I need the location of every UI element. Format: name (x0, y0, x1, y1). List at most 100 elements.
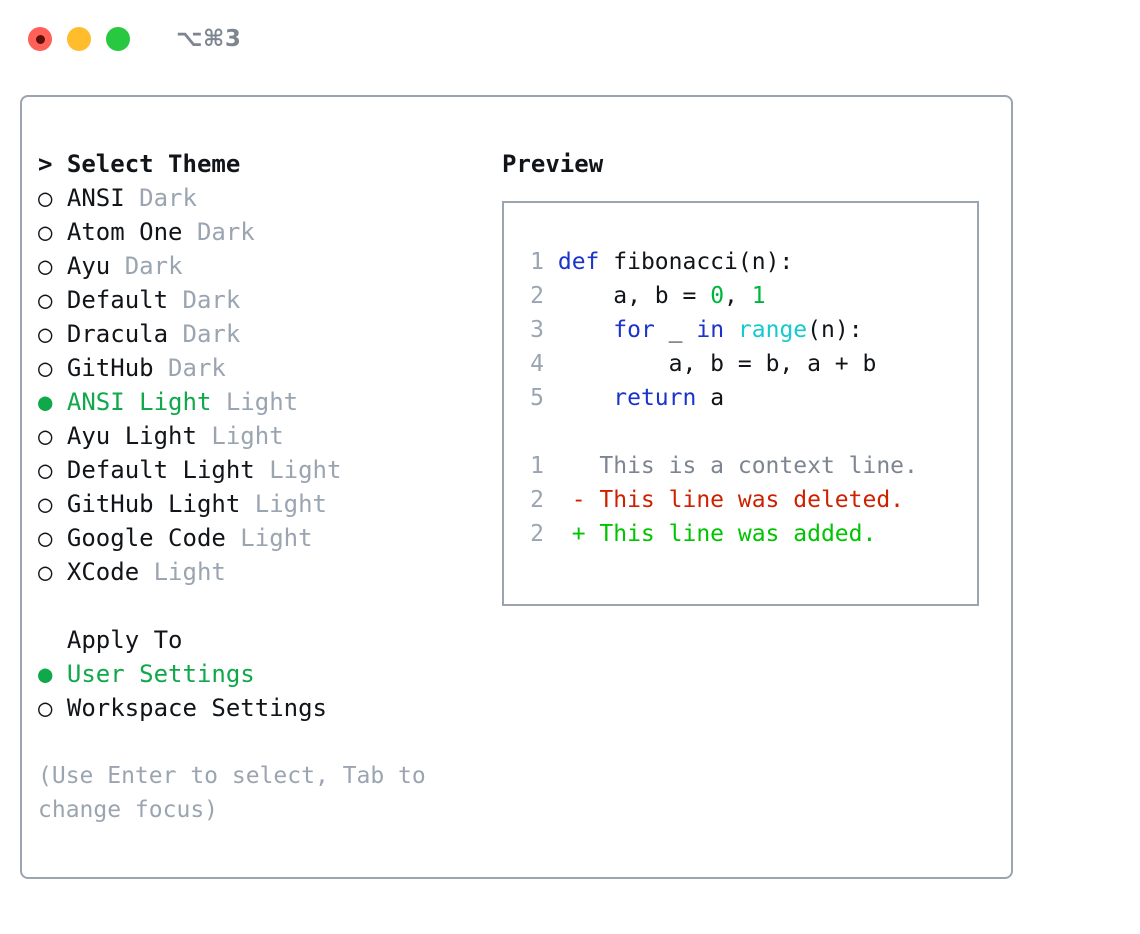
keyboard-shortcut-label: ⌥⌘3 (176, 26, 242, 52)
radio-unselected-icon: ○ (38, 422, 67, 450)
theme-option-label: Ayu Light (66, 422, 197, 450)
apply-option-label: Workspace Settings (66, 694, 327, 722)
theme-option-variant-label: Light (225, 524, 313, 552)
preview-column: Preview 1 def fibonacci(n):2 a, b = 0, 1… (502, 147, 992, 606)
theme-option-label: Ayu (66, 252, 111, 280)
theme-option-default[interactable]: ○ Default Dark (38, 283, 478, 317)
diff-line: 2 - This line was deleted. (504, 483, 977, 517)
select-theme-heading: > Select Theme (38, 150, 241, 178)
line-number: 2 (530, 521, 544, 547)
main-panel: > Select Theme ○ ANSI Dark○ Atom One Dar… (20, 95, 1013, 879)
theme-option-variant-label: Dark (124, 184, 197, 212)
diff-sample: 1 This is a context line.2 - This line w… (504, 449, 977, 551)
line-gutter-space (544, 385, 558, 411)
theme-selector-column: > Select Theme ○ ANSI Dark○ Atom One Dar… (38, 147, 478, 827)
code-token (558, 385, 613, 411)
line-number: 5 (530, 385, 544, 411)
diff-line: 2 + This line was added. (504, 517, 977, 551)
code-token: return (613, 385, 697, 411)
code-token: range (737, 317, 808, 343)
radio-unselected-icon: ○ (38, 184, 67, 212)
diff-text: - This line was deleted. (544, 487, 905, 513)
code-token: , (724, 283, 752, 309)
line-number: 2 (530, 283, 544, 309)
theme-option-github[interactable]: ○ GitHub Dark (38, 351, 478, 385)
theme-option-variant-label: Light (196, 422, 284, 450)
diff-text: + This line was added. (544, 521, 877, 547)
theme-option-label: XCode (66, 558, 140, 586)
line-gutter-space (544, 317, 558, 343)
keyboard-hint-text: (Use Enter to select, Tab to change focu… (38, 763, 440, 823)
radio-unselected-icon: ○ (38, 490, 67, 518)
theme-option-atom-one[interactable]: ○ Atom One Dark (38, 215, 478, 249)
theme-option-dracula[interactable]: ○ Dracula Dark (38, 317, 478, 351)
minimize-button-icon[interactable] (67, 27, 91, 51)
theme-option-variant-label: Dark (110, 252, 183, 280)
code-token: 0 (710, 283, 725, 309)
code-token: a, b = (557, 283, 711, 309)
theme-option-label: Dracula (66, 320, 169, 348)
line-number: 4 (530, 351, 544, 377)
theme-option-label: ANSI Light (66, 388, 212, 416)
section-spacer (38, 589, 478, 623)
line-number: 2 (530, 487, 544, 513)
code-token (558, 317, 613, 343)
line-gutter-space (544, 249, 558, 275)
apply-option-workspace-settings[interactable]: ○ Workspace Settings (38, 691, 478, 725)
code-token: for (613, 317, 655, 343)
close-button-icon[interactable] (28, 27, 52, 51)
window-controls (28, 27, 130, 51)
theme-option-ansi-light[interactable]: ● ANSI Light Light (38, 385, 478, 419)
theme-option-variant-label: Dark (168, 320, 241, 348)
radio-unselected-icon: ○ (38, 218, 67, 246)
theme-option-ayu[interactable]: ○ Ayu Dark (38, 249, 478, 283)
radio-selected-icon: ● (38, 388, 67, 416)
radio-unselected-icon: ○ (38, 354, 67, 382)
code-line: 5 return a (504, 381, 977, 415)
theme-option-github-light[interactable]: ○ GitHub Light Light (38, 487, 478, 521)
radio-unselected-icon: ○ (38, 524, 67, 552)
line-gutter-space (544, 351, 558, 377)
theme-option-list: ○ ANSI Dark○ Atom One Dark○ Ayu Dark○ De… (38, 181, 478, 589)
apply-to-heading: Apply To (38, 626, 183, 654)
code-line: 4 a, b = b, a + b (504, 347, 977, 381)
code-token: in (696, 317, 725, 343)
theme-option-variant-label: Dark (182, 218, 255, 246)
theme-option-google-code[interactable]: ○ Google Code Light (38, 521, 478, 555)
theme-option-label: Default (66, 286, 169, 314)
apply-option-user-settings[interactable]: ● User Settings (38, 657, 478, 691)
code-diff-spacer (504, 415, 977, 449)
diff-line: 1 This is a context line. (504, 449, 977, 483)
title-bar: ⌥⌘3 (0, 0, 1140, 78)
theme-option-variant-label: Light (254, 456, 342, 484)
radio-unselected-icon: ○ (38, 252, 67, 280)
code-token: 1 (751, 283, 766, 309)
theme-option-variant-label: Dark (153, 354, 226, 382)
line-number: 1 (530, 249, 544, 275)
theme-option-variant-label: Light (139, 558, 226, 586)
line-number: 3 (530, 317, 544, 343)
theme-option-label: GitHub (66, 354, 154, 382)
theme-option-variant-label: Light (211, 388, 299, 416)
code-token: (n): (807, 317, 863, 343)
radio-unselected-icon: ○ (38, 558, 67, 586)
theme-option-label: Atom One (66, 218, 183, 246)
line-gutter-space (544, 283, 558, 309)
theme-option-default-light[interactable]: ○ Default Light Light (38, 453, 478, 487)
zoom-button-icon[interactable] (106, 27, 130, 51)
theme-option-label: ANSI (66, 184, 125, 212)
theme-option-ansi[interactable]: ○ ANSI Dark (38, 181, 478, 215)
radio-unselected-icon: ○ (38, 456, 67, 484)
code-line: 2 a, b = 0, 1 (504, 279, 977, 313)
theme-option-xcode[interactable]: ○ XCode Light (38, 555, 478, 589)
theme-option-label: GitHub Light (66, 490, 241, 518)
theme-option-label: Google Code (66, 524, 226, 552)
code-token: a (696, 385, 725, 411)
radio-unselected-icon: ○ (38, 320, 67, 348)
theme-option-ayu-light[interactable]: ○ Ayu Light Light (38, 419, 478, 453)
theme-option-variant-label: Dark (168, 286, 241, 314)
code-token (724, 317, 738, 343)
code-token: fibonacci(n): (599, 249, 794, 275)
